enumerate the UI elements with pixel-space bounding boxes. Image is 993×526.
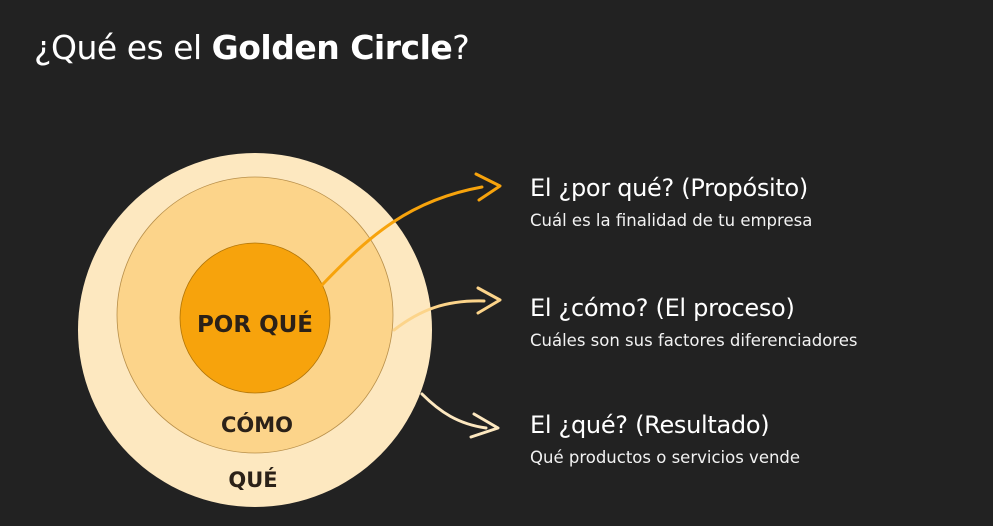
item-how-heading: El ¿cómo? (El proceso): [530, 294, 795, 322]
arrow-how: [392, 286, 502, 332]
item-what-heading: El ¿qué? (Resultado): [530, 411, 770, 439]
item-why-heading: El ¿por qué? (Propósito): [530, 174, 808, 202]
title-prefix: ¿Qué es el: [34, 28, 212, 67]
item-how: El ¿cómo? (El proceso) Cuáles son sus fa…: [530, 294, 970, 350]
item-how-description: Cuáles son sus factores diferenciadores: [530, 331, 858, 350]
title-bold: Golden Circle: [211, 28, 453, 67]
item-what-description: Qué productos o servicios vende: [530, 448, 801, 467]
middle-circle-label: CÓMO: [221, 412, 293, 437]
title-suffix: ?: [452, 28, 470, 67]
page-title: ¿Qué es el Golden Circle?: [34, 28, 470, 67]
arrow-what: [420, 392, 500, 439]
item-why: El ¿por qué? (Propósito) Cuál es la fina…: [530, 174, 970, 230]
outer-circle-label: QUÉ: [228, 467, 277, 492]
inner-circle-why: [179, 242, 331, 394]
inner-circle-label: POR QUÉ: [197, 310, 313, 338]
arrow-why: [320, 172, 502, 287]
item-why-description: Cuál es la finalidad de tu empresa: [530, 211, 813, 230]
item-what: El ¿qué? (Resultado) Qué productos o ser…: [530, 411, 970, 467]
